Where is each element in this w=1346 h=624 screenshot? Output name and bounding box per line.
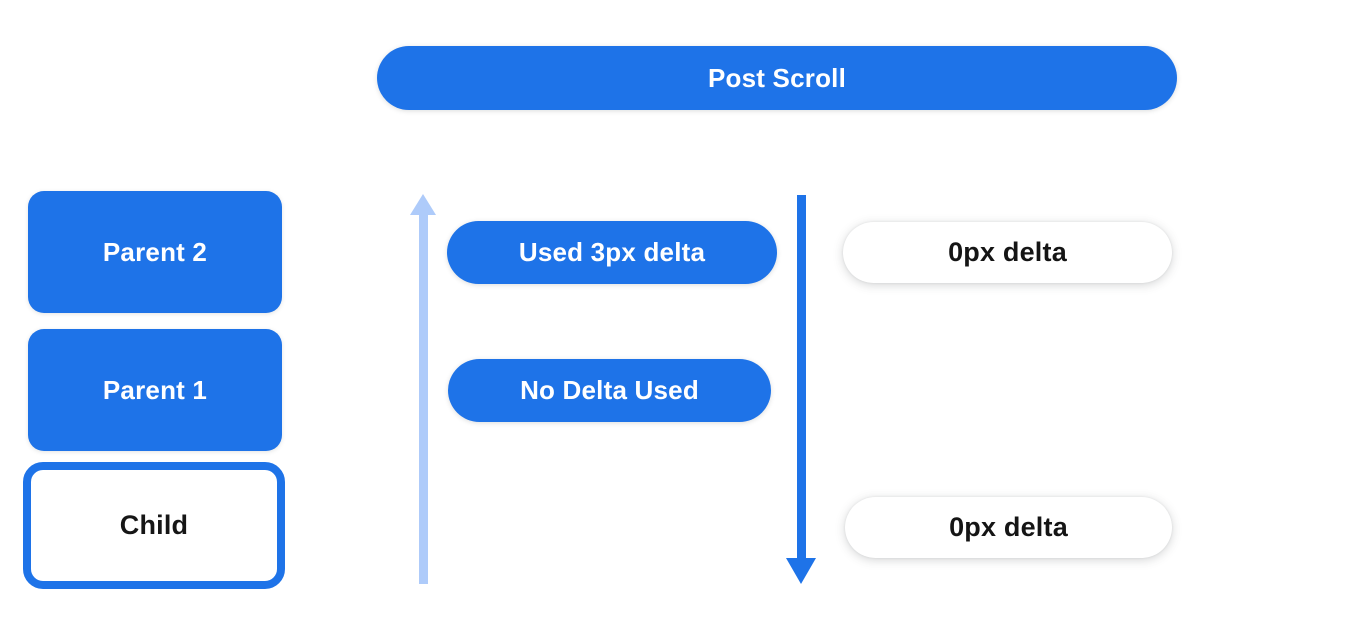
parent-1-label: Parent 1	[102, 374, 208, 405]
parent-1-box: Parent 1	[28, 329, 282, 451]
no-delta-used-label: No Delta Used	[520, 375, 699, 405]
parent-2-label: Parent 2	[102, 236, 208, 267]
used-delta-pill: Used 3px delta	[447, 221, 777, 284]
post-scroll-title-pill: Post Scroll	[377, 46, 1177, 110]
zero-delta-top-pill: 0px delta	[843, 222, 1172, 283]
used-delta-label: Used 3px delta	[518, 237, 706, 267]
arrow-down-icon	[786, 195, 816, 584]
arrow-down-head	[786, 558, 816, 584]
arrow-up-icon	[410, 194, 436, 584]
arrow-up-stem	[418, 215, 428, 584]
arrow-up-head	[410, 194, 436, 215]
child-label: Child	[119, 510, 189, 540]
arrow-down-stem	[796, 195, 806, 558]
zero-delta-bottom-pill: 0px delta	[845, 497, 1172, 558]
child-box: Child	[23, 462, 285, 589]
zero-delta-bottom-label: 0px delta	[949, 512, 1068, 542]
zero-delta-top-label: 0px delta	[948, 237, 1067, 267]
no-delta-used-pill: No Delta Used	[448, 359, 771, 422]
post-scroll-title-label: Post Scroll	[707, 62, 846, 93]
parent-2-box: Parent 2	[28, 191, 282, 313]
